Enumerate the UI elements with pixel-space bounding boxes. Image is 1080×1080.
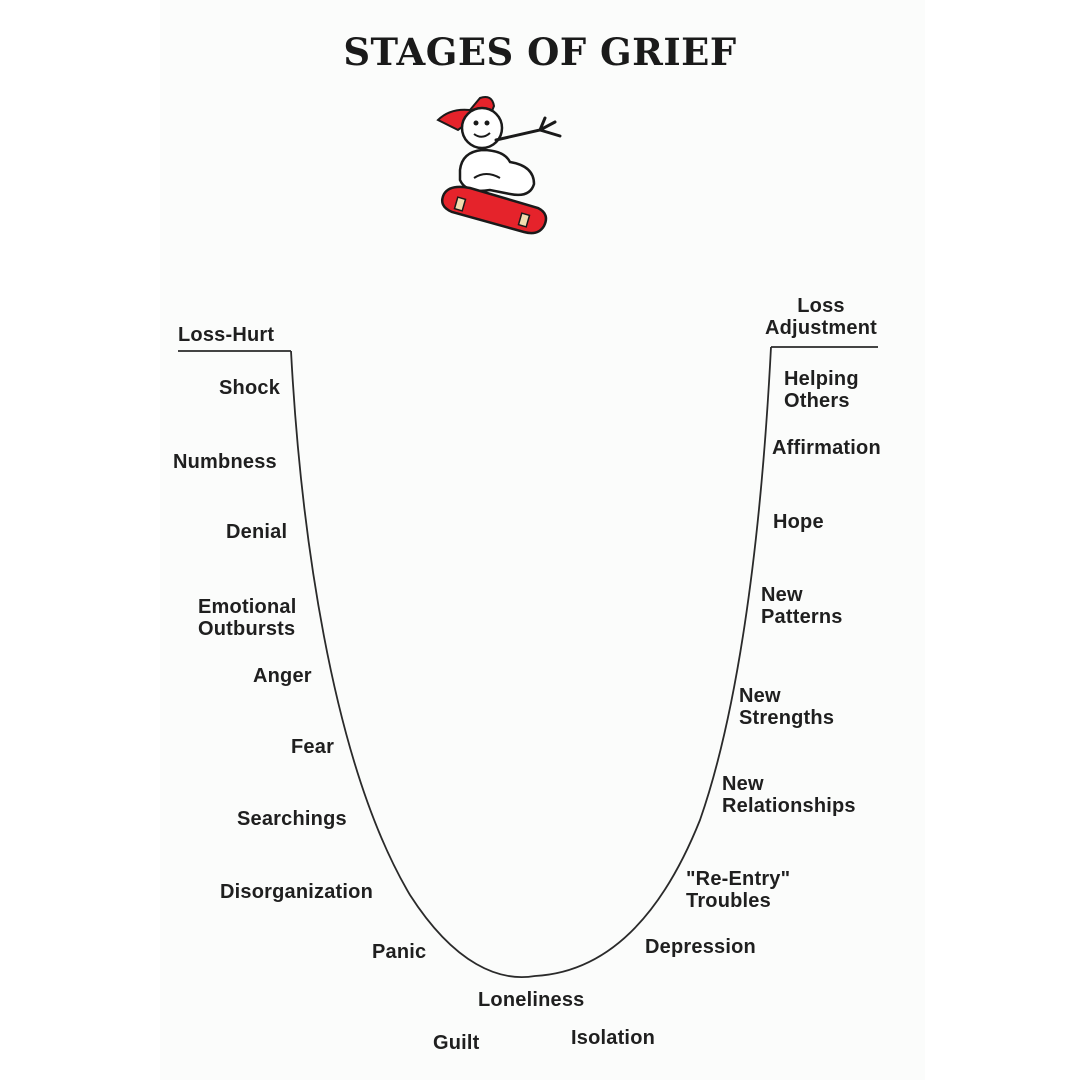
stage-reentry-troubles: "Re-Entry" Troubles — [686, 868, 791, 912]
stage-numbness: Numbness — [173, 451, 277, 473]
stage-shock: Shock — [219, 377, 281, 399]
stage-hope: Hope — [773, 511, 824, 533]
stage-depression: Depression — [645, 936, 756, 958]
stage-affirmation: Affirmation — [772, 437, 881, 459]
stage-panic: Panic — [372, 941, 427, 963]
stage-guilt: Guilt — [433, 1032, 480, 1054]
stage-denial: Denial — [226, 521, 288, 543]
stage-new-relationships: New Relationships — [722, 773, 856, 817]
stage-helping-others: Helping Others — [784, 368, 859, 412]
stage-emotional-outbursts: Emotional Outbursts — [198, 596, 297, 640]
stage-anger: Anger — [253, 665, 312, 687]
diagram-sheet — [160, 0, 925, 1080]
stage-searchings: Searchings — [237, 808, 347, 830]
stage-loneliness: Loneliness — [478, 989, 585, 1011]
stage-fear: Fear — [291, 736, 335, 758]
stage-isolation: Isolation — [571, 1027, 656, 1049]
diagram-title: STAGES OF GRIEF — [343, 30, 737, 74]
skateboarder-stick-figure-icon — [436, 96, 562, 235]
stage-new-strengths: New Strengths — [739, 685, 835, 729]
stage-disorganization: Disorganization — [220, 881, 374, 903]
grief-u-curve — [290, 346, 772, 978]
stage-loss-hurt: Loss-Hurt — [178, 324, 275, 346]
stage-new-patterns: New Patterns — [761, 584, 843, 628]
stage-loss-adjustment: Loss Adjustment — [765, 295, 877, 339]
